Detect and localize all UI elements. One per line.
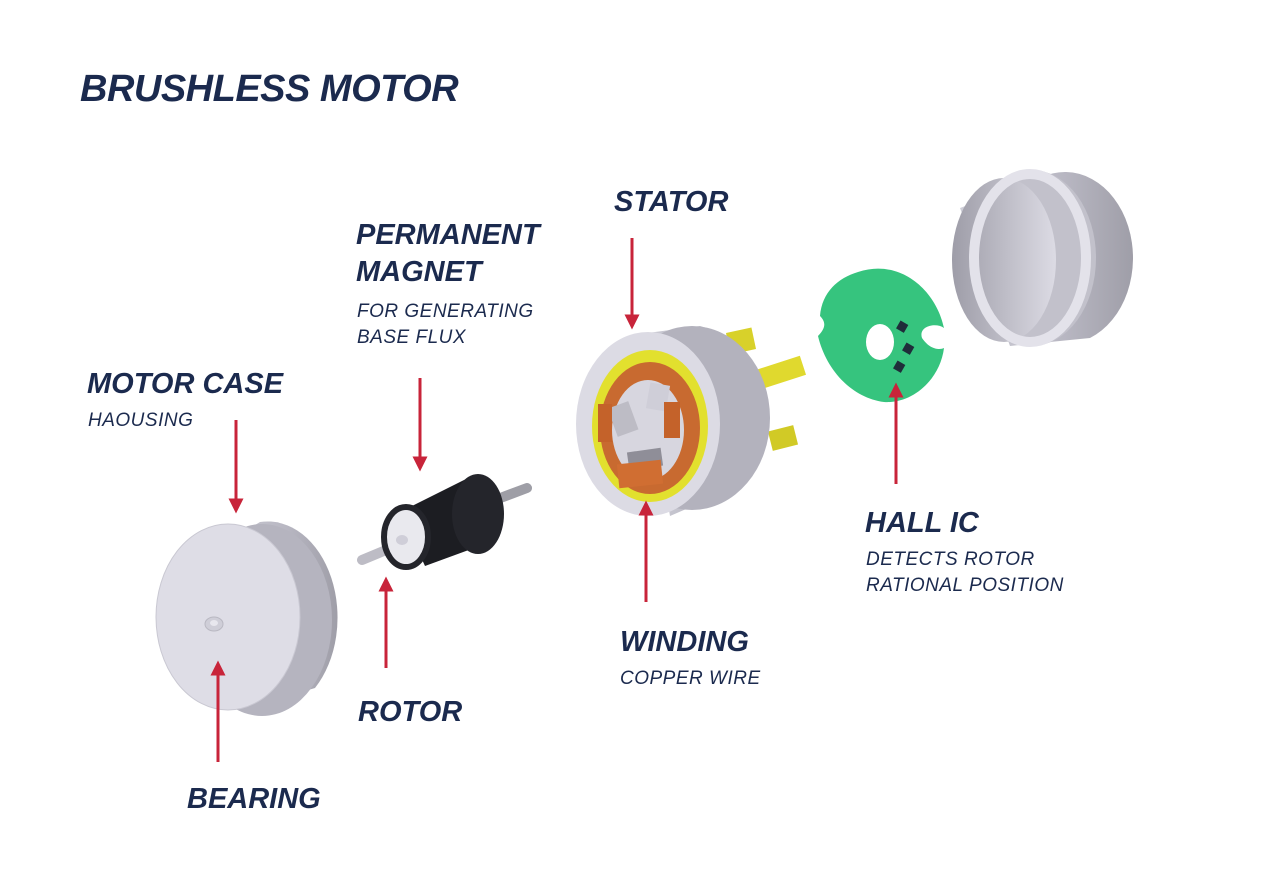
motor-case-part	[155, 521, 338, 716]
permanent-magnet-sub-line1: FOR GENERATING	[357, 301, 534, 322]
hall-ic-sub-line2: RATIONAL POSITION	[866, 575, 1064, 596]
diagram-title: BRUSHLESS MOTOR	[80, 68, 459, 110]
winding-label: WINDING	[620, 626, 749, 658]
hall-ic-label: HALL IC	[865, 507, 979, 539]
bearing-label: BEARING	[187, 783, 321, 815]
winding-sub: COPPER WIRE	[620, 668, 761, 689]
hall-ic-sub-line1: DETECTS ROTOR	[866, 549, 1035, 570]
end-cap-ring-part	[952, 169, 1133, 347]
motor-case-label: MOTOR CASE	[87, 368, 284, 400]
stator-label: STATOR	[614, 186, 729, 218]
label-arrows	[210, 238, 904, 762]
permanent-magnet-label-line1: PERMANENT	[356, 219, 540, 251]
hall-ic-board-part	[818, 268, 944, 403]
stator-part	[576, 326, 807, 516]
motor-case-sub: HAOUSING	[88, 410, 194, 431]
permanent-magnet-sub-line2: BASE FLUX	[357, 327, 467, 348]
rotor-part	[357, 474, 532, 570]
rotor-label: ROTOR	[358, 696, 463, 728]
permanent-magnet-label-line2: MAGNET	[356, 256, 482, 288]
